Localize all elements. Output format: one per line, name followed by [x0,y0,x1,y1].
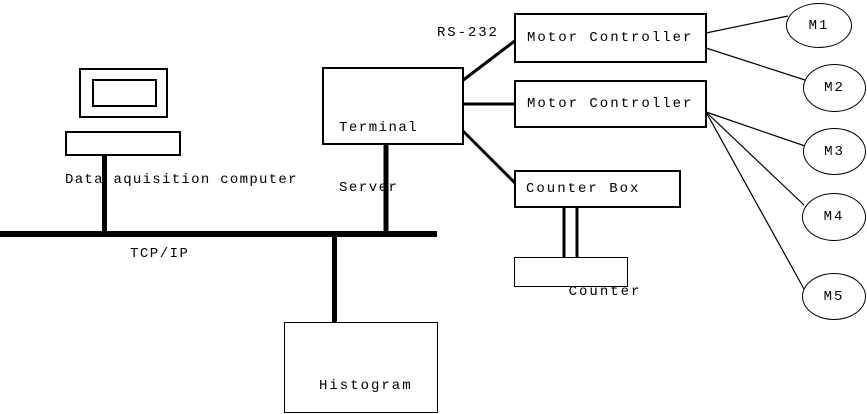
motor-ellipse-m1: M1 [786,3,852,48]
terminal-server-box: Terminal Server [322,67,464,196]
counter-node: Counter [514,257,639,300]
computer-monitor-icon [79,68,168,118]
motor-m5-label: M5 [823,288,845,305]
motor-m3-label: M3 [824,143,845,160]
motor-controller-2-box: Motor Controller [514,80,707,128]
keyboard-icon [65,131,181,156]
motor-ellipse-m5: M5 [802,273,866,320]
motor-m1-label: M1 [808,17,830,34]
motor-controller-1-box: Motor Controller [514,13,707,63]
mc2-m5-line [705,111,805,290]
motor-m2-label: M2 [824,80,845,96]
motor-controller-2-label: Motor Controller [527,96,694,112]
counter-label: Counter [568,284,642,300]
terminal-server-label-line2: Server [339,180,399,196]
counter-box-node: Counter Box [514,170,681,208]
rs232-link-mc1-line [461,38,517,83]
motor-m4-label: M4 [823,209,845,225]
histogram-memory-label-line1: Histogram [319,378,413,394]
mc1-m1-line [705,15,789,34]
counter-box-label: Counter Box [526,181,641,197]
mc2-m4-line [705,111,805,206]
histogram-memory-box: Histogram Memory [284,322,438,413]
tcpip-label: TCP/IP [130,246,190,262]
motor-ellipse-m4: M4 [802,193,866,241]
terminal-counterbox-link-line [460,128,519,187]
motor-ellipse-m2: M2 [803,64,866,112]
mc2-m3-line [705,111,806,147]
data-acquisition-label: Data aquisition computer [65,172,298,188]
motor-controller-1-label: Motor Controller [527,30,694,46]
monitor-screen-icon [92,79,157,107]
mc1-m2-line [705,47,806,81]
terminal-server-label-line1: Terminal [339,120,419,136]
rs232-label: RS-232 [437,25,499,41]
motor-ellipse-m3: M3 [803,128,866,175]
